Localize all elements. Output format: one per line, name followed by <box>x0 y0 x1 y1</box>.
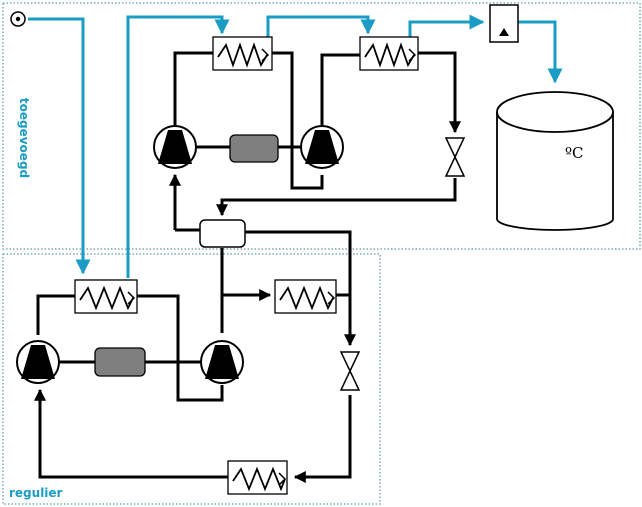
inlet-circle-icon <box>10 11 26 27</box>
water-inlet-line <box>28 17 91 275</box>
heat-exchanger-icon <box>227 460 288 495</box>
water-line-regular-to-hx1 <box>126 15 230 278</box>
expansion-valve-icon <box>444 137 466 177</box>
expansion-valve-icon <box>339 351 361 391</box>
water-lines <box>28 14 563 278</box>
water-line-pump-to-tank <box>518 20 563 84</box>
heat-exchanger-icon <box>212 36 273 71</box>
heat-exchanger-icon <box>274 279 337 314</box>
pump-box-icon <box>489 4 519 43</box>
refrigerant-lines <box>34 51 461 483</box>
regular-section-frame <box>2 253 381 505</box>
heat-exchanger-icon <box>74 279 138 314</box>
compressor-icon <box>16 340 60 384</box>
water-line-hx1-to-hx2 <box>266 15 376 37</box>
compressor-icon <box>300 125 344 169</box>
heat-exchanger-icon <box>359 36 419 71</box>
water-line-hx2-to-pump <box>408 14 485 37</box>
tank-temperature-label: ºC <box>565 144 584 162</box>
regular-section-label: regulier <box>9 486 63 500</box>
motor-icon <box>94 347 146 377</box>
motor-icon <box>229 134 279 163</box>
compressor-icon <box>200 340 244 384</box>
added-section-frame <box>2 2 641 250</box>
compressor-icon <box>153 125 197 169</box>
storage-tank-icon <box>496 91 614 231</box>
receiver-icon <box>199 219 246 248</box>
added-section-label: toegevoegd <box>17 98 31 178</box>
